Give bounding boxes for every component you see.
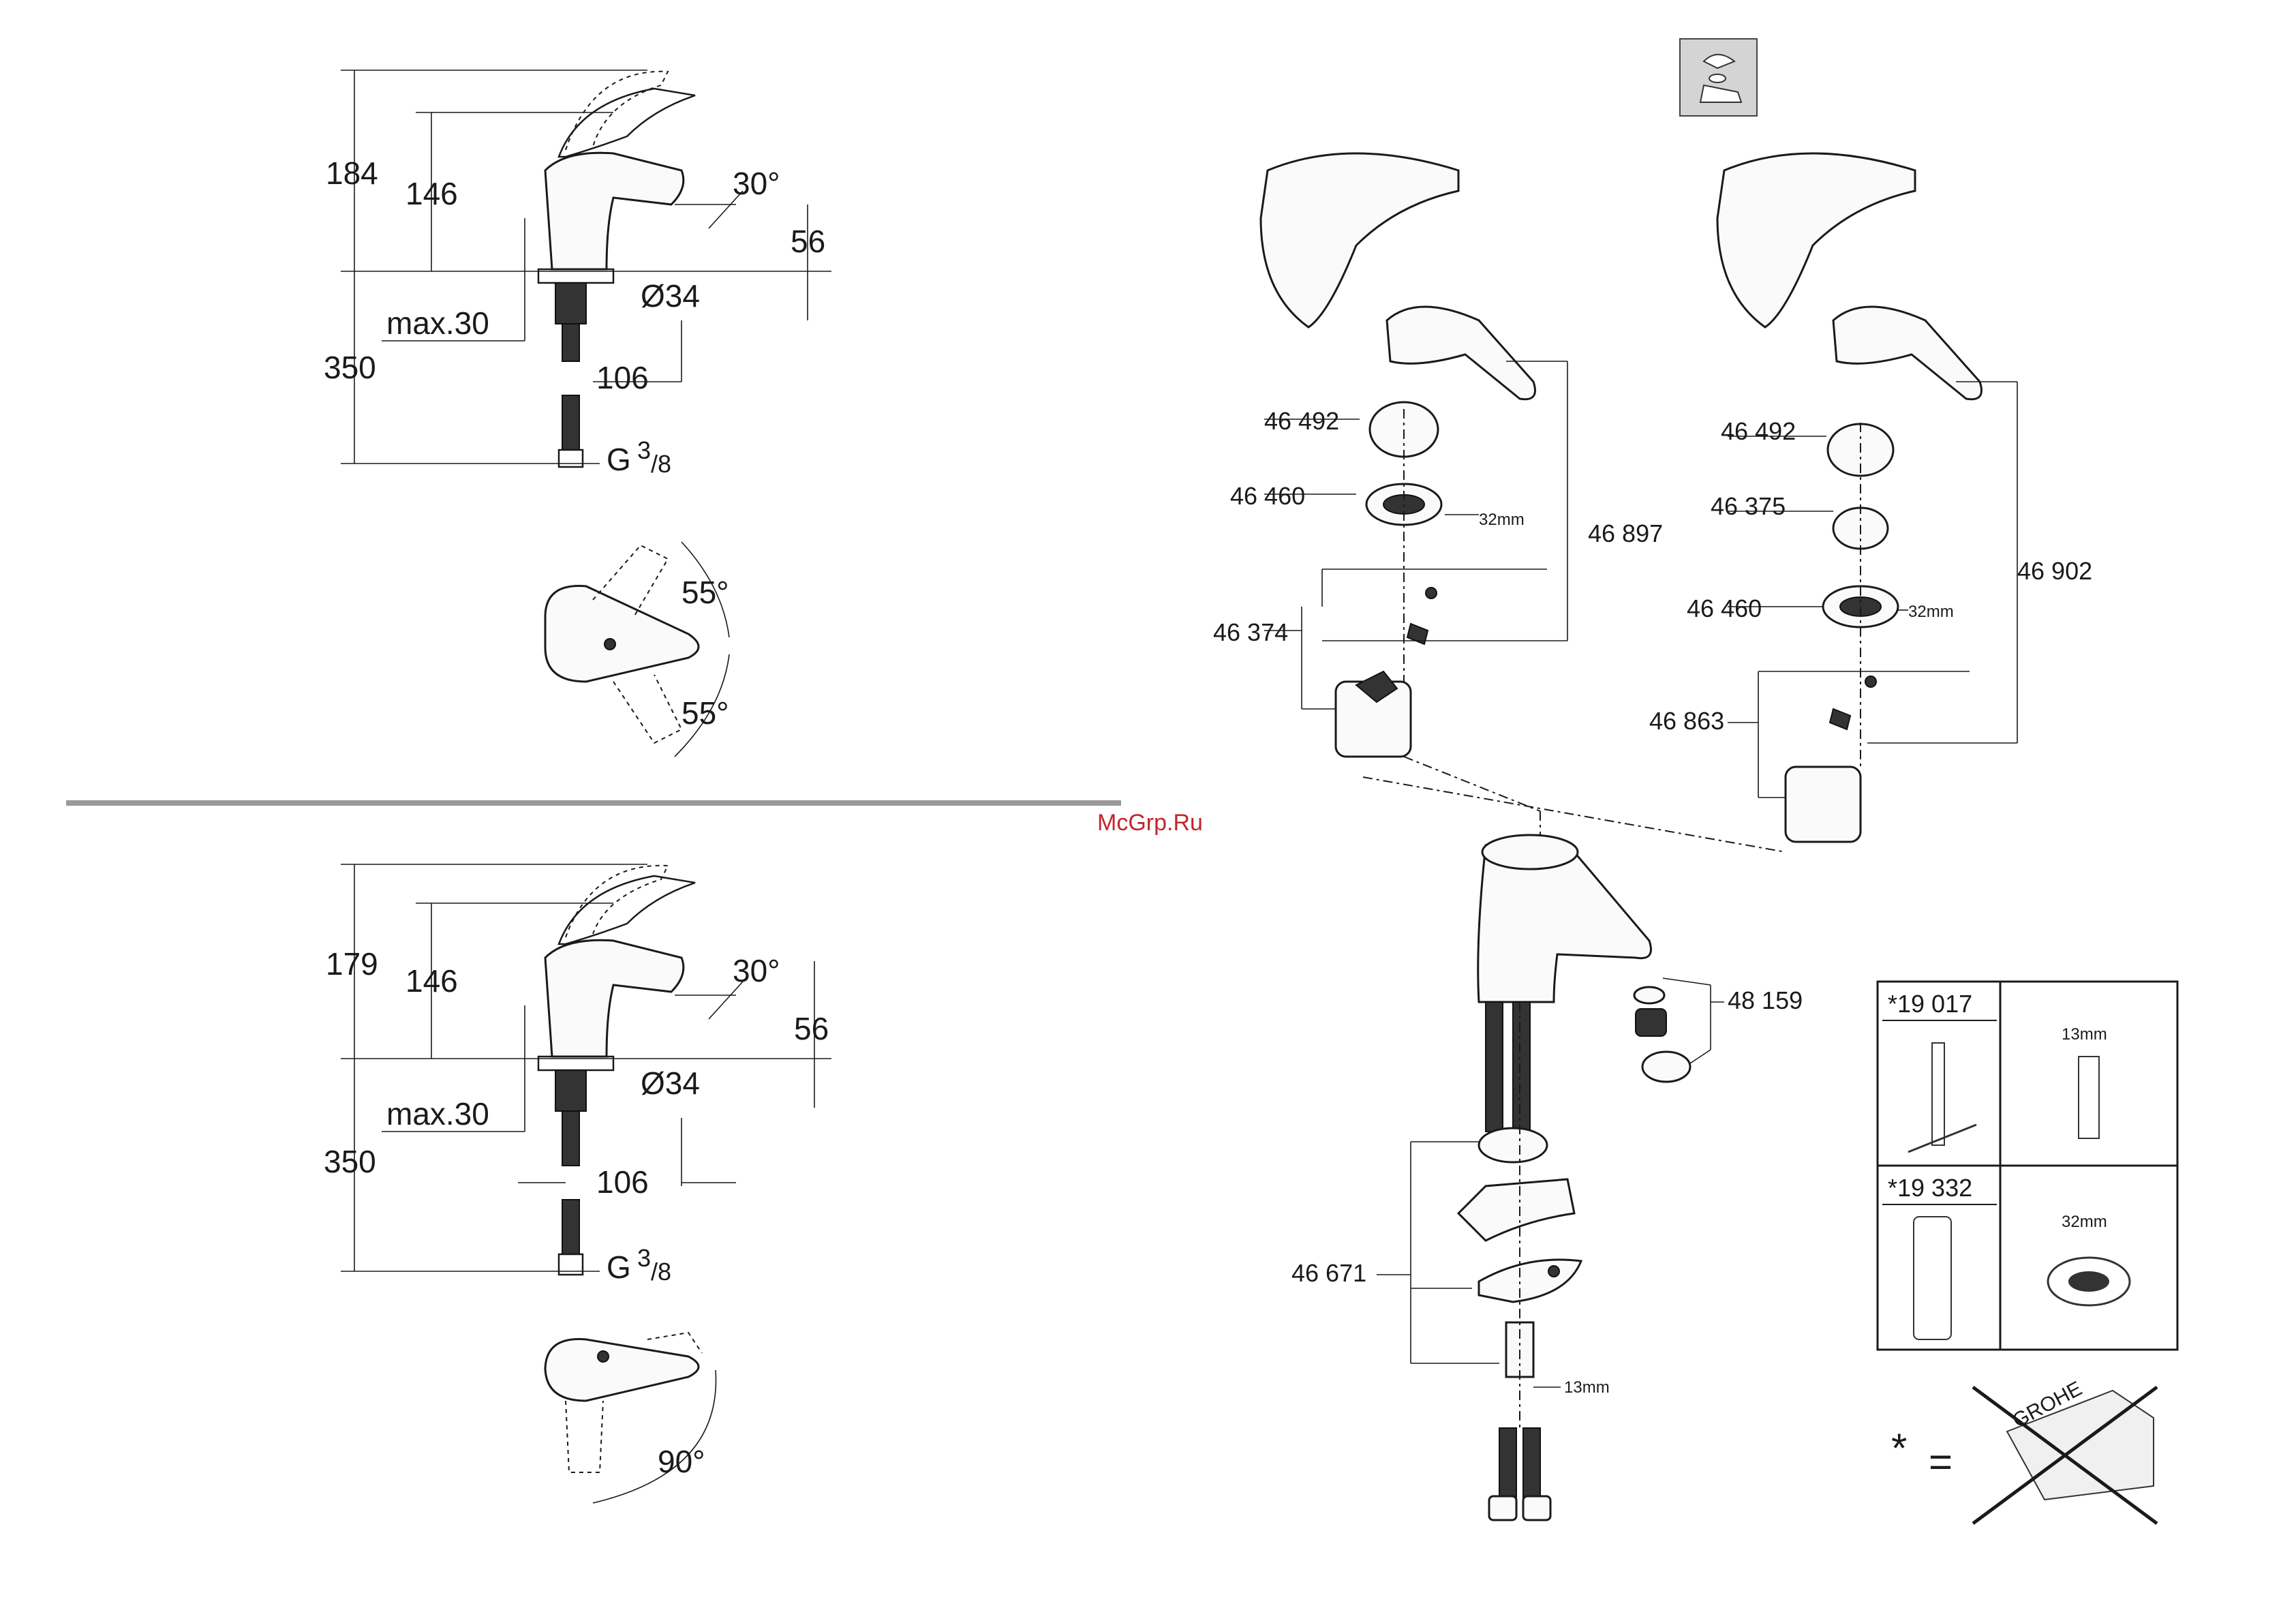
hose-top	[562, 324, 579, 361]
hose-lower-top	[562, 395, 579, 450]
tool-19332-label: *19 332	[1888, 1174, 1972, 1202]
dim-d34-label-bottom: Ø34	[641, 1065, 700, 1101]
gasket-plate	[1458, 1179, 1574, 1241]
washer	[1634, 987, 1664, 1003]
hose-lower-bottom	[562, 1200, 579, 1254]
hose-left	[1486, 1002, 1503, 1132]
label-46897-left: 46 897	[1588, 519, 1663, 547]
fixing-nut-bottom	[555, 1070, 586, 1111]
footnote-asterisk: *	[1891, 1425, 1907, 1471]
lever-handle-left	[1387, 307, 1535, 399]
lever-raised-outline-top	[566, 72, 668, 150]
dim-179-label: 179	[326, 946, 378, 982]
hose-bottom-right	[1523, 1428, 1540, 1503]
size-32mm-right: 32mm	[1908, 603, 1954, 621]
lever-rotated-outline	[566, 1401, 603, 1472]
spare-parts-icon	[1680, 39, 1757, 116]
o-ring	[1479, 1128, 1547, 1162]
thread-g-label-bottom: G	[607, 1249, 631, 1285]
angle-30-label: 30°	[733, 166, 780, 201]
angle-55-top-label: 55°	[682, 575, 729, 610]
bottom-dimension-view: 179 146 30° 56 max.30 Ø34 350 106 G 3 /8…	[324, 864, 831, 1503]
dim-350-label-bottom: 350	[324, 1144, 376, 1179]
lever-plan-top	[545, 586, 699, 682]
hose-bottom-left	[1499, 1428, 1516, 1503]
thread-fitting-top	[559, 450, 583, 467]
faucet-lever-bottom	[559, 876, 695, 944]
body-exploded: 48 159 46 671 13mm	[1291, 835, 1803, 1520]
thread-g-label: G	[607, 442, 631, 477]
tools-table: *19 017 13mm *19 332 32mm	[1878, 982, 2177, 1350]
angle-90-label: 90°	[658, 1444, 705, 1479]
dim-56-label: 56	[791, 224, 825, 259]
label-48159: 48 159	[1728, 986, 1803, 1014]
fixing-nut-top	[555, 283, 586, 324]
faucet-lever-top	[559, 89, 695, 157]
label-46863-right: 46 863	[1649, 707, 1724, 735]
label-46460-left: 46 460	[1230, 482, 1305, 510]
dim-max30-label-bottom: max.30	[386, 1096, 489, 1132]
faucet-body-top	[545, 153, 684, 269]
tool-19332-size: 32mm	[2062, 1213, 2107, 1231]
thread-den-label: /8	[651, 450, 671, 478]
label-46492-right: 46 492	[1721, 417, 1796, 445]
cartridge-46863-right	[1786, 767, 1861, 842]
dim-184-label: 184	[326, 155, 378, 191]
hose-right	[1513, 1002, 1530, 1132]
aerator-48159	[1642, 1052, 1690, 1082]
label-46902-right: 46 902	[2017, 557, 2092, 585]
dim-106-label-bottom: 106	[596, 1164, 649, 1200]
watermark-text: McGrp.Ru	[1097, 810, 1203, 836]
label-46492-left: 46 492	[1264, 407, 1339, 435]
dim-146-label: 146	[405, 176, 458, 211]
label-46374-left: 46 374	[1213, 618, 1288, 646]
angle-30-label-bottom: 30°	[733, 953, 780, 988]
exploded-right-column: 46 492 46 375 46 460 46 863 46 902 32mm	[1649, 153, 2092, 842]
label-46375-right: 46 375	[1711, 492, 1786, 520]
dim-d34-label: Ø34	[641, 278, 700, 314]
thread-den-label-bottom: /8	[651, 1258, 671, 1286]
dim-106-label: 106	[596, 360, 649, 395]
lever-cap-right	[1717, 153, 1915, 327]
angle-55-bottom-label: 55°	[682, 695, 729, 731]
dim-146-label-bottom: 146	[405, 963, 458, 999]
dim-max30-label: max.30	[386, 305, 489, 341]
thread-num-label-bottom: 3	[637, 1244, 651, 1272]
footnote-equals: =	[1929, 1439, 1953, 1485]
label-46460-right: 46 460	[1687, 594, 1762, 622]
label-46671: 46 671	[1291, 1259, 1366, 1287]
dim-350-label: 350	[324, 350, 376, 385]
lever-handle-right	[1833, 307, 1982, 399]
faucet-body-bottom	[545, 940, 684, 1057]
hose-bottom	[562, 1111, 579, 1166]
size-13mm-body: 13mm	[1564, 1378, 1610, 1397]
thread-num-label: 3	[637, 436, 651, 464]
fixing-horseshoe	[1479, 1260, 1581, 1302]
lever-right-outline	[613, 675, 682, 743]
exploded-left-column: 46 492 46 460 46 374 46 897 32mm	[1213, 153, 1663, 757]
tool-19017-label: *19 017	[1888, 990, 1972, 1018]
aerator-insert	[1636, 1009, 1666, 1036]
size-32mm-left: 32mm	[1479, 511, 1525, 529]
dim-56-label-bottom: 56	[794, 1011, 829, 1046]
lever-cap-left	[1261, 153, 1458, 327]
lever-plan-bottom	[545, 1339, 699, 1401]
not-included-footnote: * = GROHE	[1891, 1377, 2157, 1523]
top-dimension-view: 184 146 30° 56 max.30 Ø34 350 106 G 3 /8…	[324, 70, 831, 757]
tool-19017-size: 13mm	[2062, 1025, 2107, 1044]
